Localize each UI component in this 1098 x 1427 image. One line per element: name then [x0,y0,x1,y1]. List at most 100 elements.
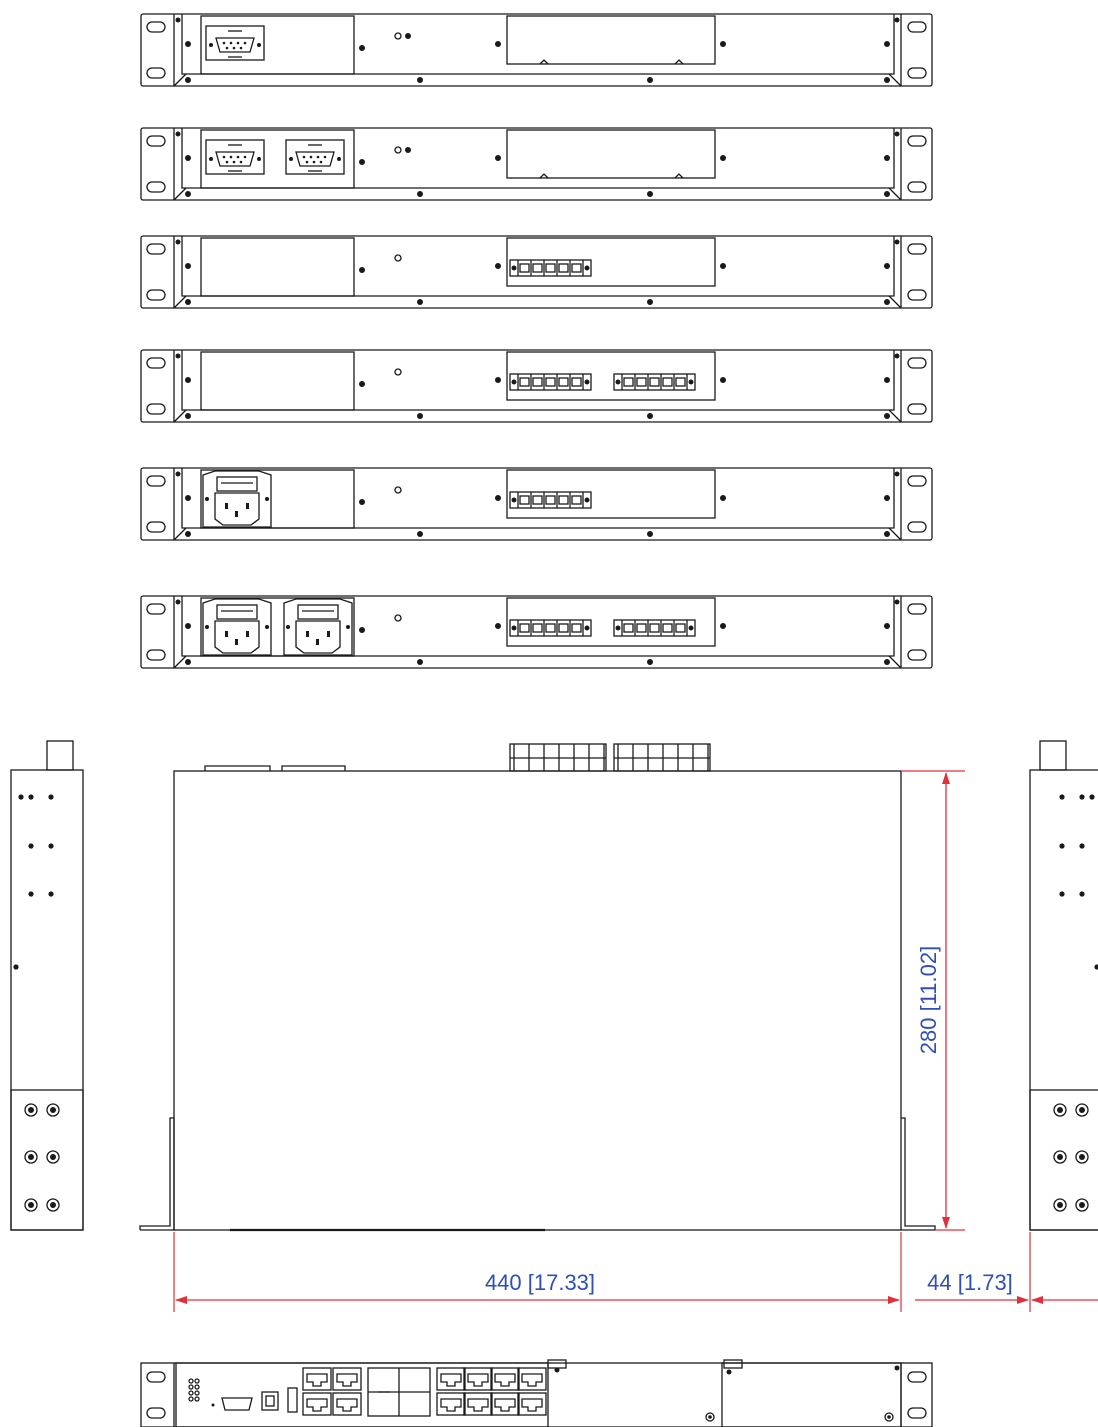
terminal-screw [636,377,647,387]
screw [720,495,726,501]
ear-screw [1075,1198,1089,1212]
screw [495,41,501,47]
screw [185,77,191,83]
chassis-front [181,350,895,411]
rack-ear-slot [907,135,927,147]
top-view-chassis [173,770,902,1231]
side-hole [1079,843,1085,849]
rack-ear-slot [146,649,166,661]
ac-inlet-fuse [216,604,258,620]
screw [359,45,365,51]
front-panel-6-dual-ac-inlet [140,595,933,669]
screw [185,299,191,305]
dimension-height: 44 [1.73] [915,1232,1098,1312]
rack-ear-slot [146,135,166,147]
terminal-screw [558,495,569,505]
terminal-block [509,491,592,509]
terminal-mount-screw [511,497,517,503]
screw [884,41,890,47]
rack-ear-slot [146,289,166,301]
screw [884,495,890,501]
rack-ear-slot [907,603,927,615]
rj45-port [517,1392,547,1416]
rj45-port [517,1367,547,1391]
screw [884,377,890,383]
terminal-screw [623,377,634,387]
width-dimension-label: 440 [17.33] [485,1270,595,1295]
top-view-left-flange [140,1118,175,1231]
chassis-front [181,14,895,75]
terminal-screw [571,377,582,387]
screw [417,77,423,83]
rack-ear-slot [907,289,927,301]
rear-slot [287,1387,298,1413]
rear-panel-view [140,1359,933,1427]
ac-inlet-frame [202,470,272,528]
screw [185,413,191,419]
side-hole [1059,843,1065,849]
terminal-screw [519,495,530,505]
screw [495,155,501,161]
rack-ear-slot [146,243,166,255]
rack-panel-outline [140,595,933,669]
chassis-front [181,128,895,189]
rack-ear-slot [146,475,166,487]
side-hole [28,794,34,800]
rj45-port [463,1392,493,1416]
rear-power-bay [721,1362,902,1427]
ear-screw [1075,1103,1089,1117]
top-view [139,743,936,1232]
side-screw [1094,964,1098,970]
depth-dimension-label: 280 [11.02] [916,946,941,1054]
screw [720,41,726,47]
terminal-screw [545,623,556,633]
rear-console-port [221,1397,253,1411]
terminal-mount-screw [511,265,517,271]
side-handle [46,740,74,771]
screw [359,499,365,505]
side-screw [13,964,19,970]
terminal-screw [623,623,634,633]
rj45-port [436,1367,466,1391]
ac-inlet-socket [295,620,341,654]
rack-ear-slot [907,357,927,369]
screw [884,191,890,197]
screw [359,381,365,387]
rear-screw [705,1412,715,1422]
terminal-block [509,373,592,391]
side-hole [1059,891,1065,897]
ear-screw [24,1103,38,1117]
rj45-port [490,1367,520,1391]
rack-ear-slot [907,649,927,661]
terminal-screw [532,377,543,387]
rear-led [188,1396,194,1402]
screw [720,377,726,383]
screw [495,495,501,501]
terminal-screw [545,377,556,387]
terminal-block [509,259,592,277]
rear-led [194,1396,200,1402]
dimension-depth: 280 [11.02] [901,770,965,1231]
front-panel-2-console-ports [140,127,933,201]
terminal-screw [662,377,673,387]
screw [647,191,653,197]
console-port-frame [285,139,345,175]
left-module-bay [200,15,355,75]
rack-panel-outline [140,349,933,423]
terminal-screw [662,623,673,633]
right-module-bay [506,15,716,65]
left-module-bay [200,597,355,657]
screw [720,155,726,161]
screw [647,299,653,305]
rj45-port [302,1367,332,1391]
screw [647,413,653,419]
ac-inlet-fuse [297,604,339,620]
front-panel-4-dual-terminal-block [140,349,933,423]
right-module-bay [506,237,716,287]
console-port-dsub [215,37,255,53]
rear-screw [884,1412,894,1422]
status-led [394,368,402,376]
screw [884,623,890,629]
screw [185,41,191,47]
screw [417,531,423,537]
